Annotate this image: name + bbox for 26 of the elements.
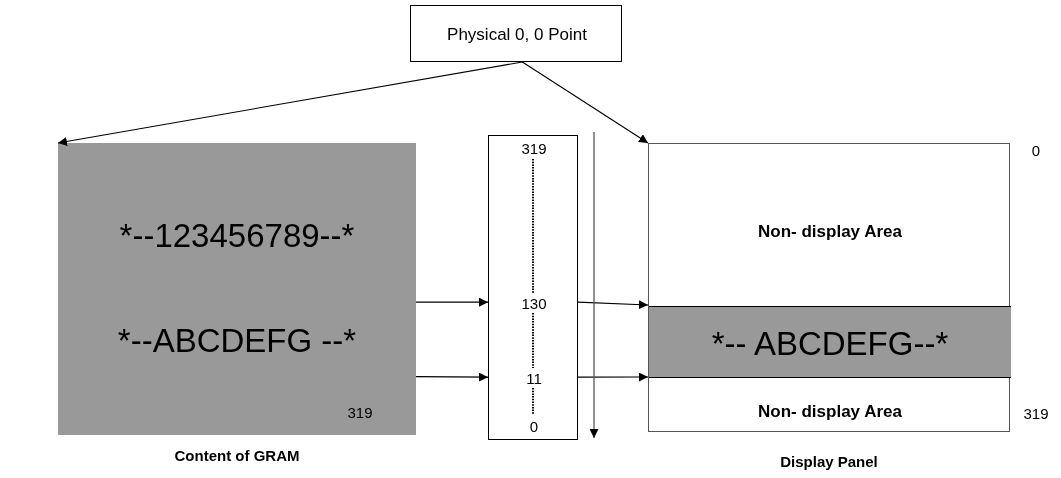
- row-scale-box: [488, 135, 578, 440]
- arrow: [57, 61, 523, 146]
- row-number: 130: [521, 295, 547, 311]
- row-number: 11: [526, 370, 542, 386]
- display-text: *-- ABCDEFG--*: [711, 326, 949, 360]
- node-label: Display Panel: [780, 453, 878, 469]
- label-box: [410, 5, 622, 62]
- arrow: [577, 300, 649, 310]
- arrow: [577, 372, 649, 382]
- row-number: 0: [529, 418, 539, 434]
- gram-text: *--123456789--*: [119, 218, 355, 252]
- box-label: Physical 0, 0 Point: [447, 25, 587, 43]
- display-band: [649, 306, 1011, 378]
- area-label: Non- display Area: [758, 222, 902, 240]
- arrow: [415, 372, 489, 382]
- gram-text: *--ABCDEFG --*: [117, 323, 357, 357]
- gram-content-block: [58, 143, 416, 435]
- arrow: [415, 297, 489, 307]
- arrow: [521, 61, 649, 144]
- row-number: 0: [1031, 142, 1041, 158]
- panel-frame: [648, 143, 1010, 432]
- row-number: 319: [521, 140, 547, 156]
- node-label: Content of GRAM: [174, 447, 300, 463]
- row-number: 319: [1023, 405, 1049, 421]
- area-label: Non- display Area: [758, 402, 902, 420]
- row-number: 319: [347, 404, 373, 420]
